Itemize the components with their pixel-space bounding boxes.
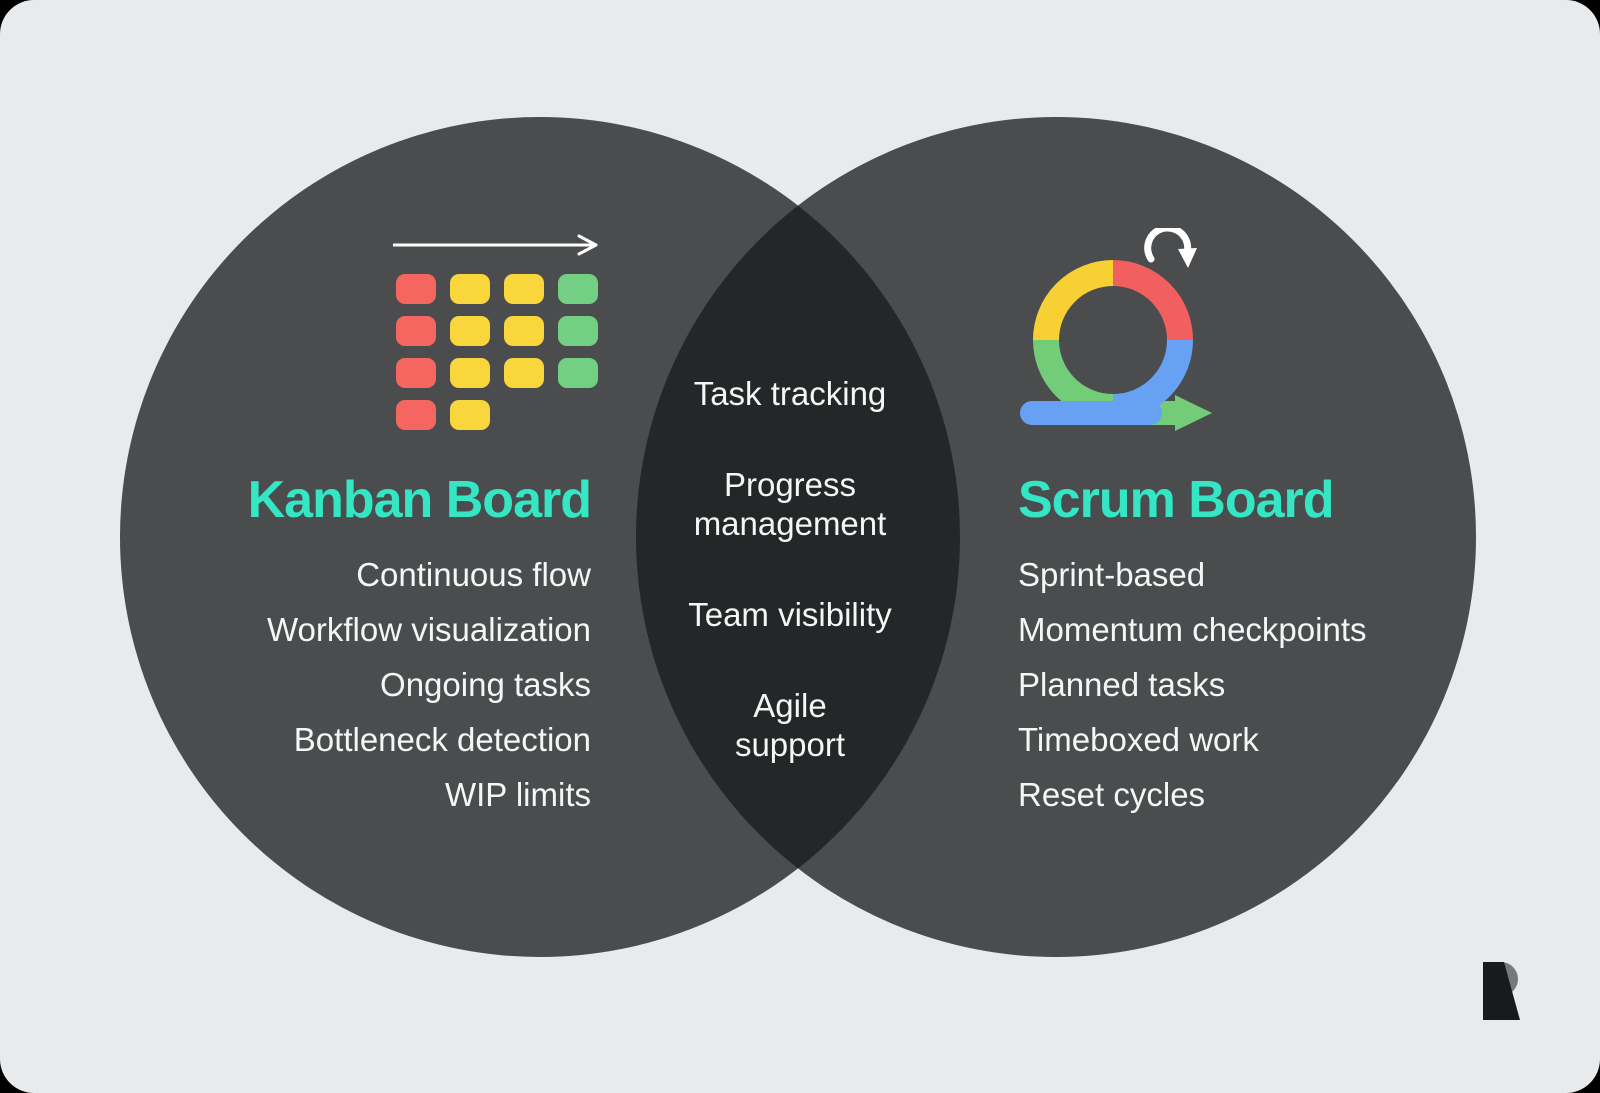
scrum-loop-icon	[1020, 228, 1212, 431]
kanban-tile	[396, 274, 436, 304]
restart-arrow-icon	[1144, 228, 1192, 263]
kanban-trait: Continuous flow	[356, 556, 591, 593]
overlap-lens	[636, 205, 960, 869]
scrum-trait-list: Sprint-based Momentum checkpoints Planne…	[1018, 547, 1366, 822]
sprint-ring-red-quadrant	[1112, 260, 1193, 341]
kanban-tile	[558, 358, 598, 388]
flow-arrow-icon	[393, 234, 598, 256]
kanban-grid-icon	[396, 274, 598, 430]
scrum-trait: Momentum checkpoints	[1018, 611, 1367, 648]
scrum-trait: Sprint-based	[1018, 556, 1206, 593]
logo-triangle	[1483, 962, 1520, 1020]
kanban-tile	[504, 316, 544, 346]
shared-trait: Progress management	[693, 466, 887, 542]
kanban-tile	[450, 274, 490, 304]
shared-trait-list: Task tracking Progress management Team v…	[640, 374, 940, 764]
kanban-tile	[396, 358, 436, 388]
kanban-tile	[558, 274, 598, 304]
kanban-tile	[558, 316, 598, 346]
sprint-ring-blue-quadrant	[1112, 339, 1193, 420]
sprint-ring-yellow-quadrant	[1033, 260, 1114, 341]
shared-trait: Task tracking	[693, 375, 887, 412]
scrum-trait: Reset cycles	[1018, 776, 1206, 813]
kanban-trait: Workflow visualization	[266, 611, 591, 648]
kanban-tile	[504, 274, 544, 304]
restart-arrowhead	[1178, 248, 1197, 268]
kanban-trait: WIP limits	[444, 776, 591, 813]
kanban-trait-list: Continuous flow Workflow visualization O…	[267, 547, 591, 822]
kanban-tile	[396, 316, 436, 346]
kanban-tile	[450, 316, 490, 346]
kanban-tile	[450, 358, 490, 388]
sprint-tail-arrowhead	[1175, 395, 1212, 431]
kanban-tile	[450, 400, 490, 430]
sprint-ring-green-quadrant	[1033, 339, 1114, 420]
kanban-title: Kanban Board	[247, 471, 592, 529]
scrum-title: Scrum Board	[1018, 471, 1335, 529]
scrum-trait: Planned tasks	[1018, 666, 1226, 703]
scrum-trait: Timeboxed work	[1018, 721, 1259, 758]
kanban-tile	[504, 358, 544, 388]
kanban-trait: Bottleneck detection	[293, 721, 591, 758]
kanban-tile	[396, 400, 436, 430]
kanban-trait: Ongoing tasks	[380, 666, 591, 703]
letter-r-logo	[1483, 962, 1520, 1020]
shared-trait: Team visibility	[688, 596, 892, 633]
shared-trait: Agile support	[734, 687, 846, 763]
